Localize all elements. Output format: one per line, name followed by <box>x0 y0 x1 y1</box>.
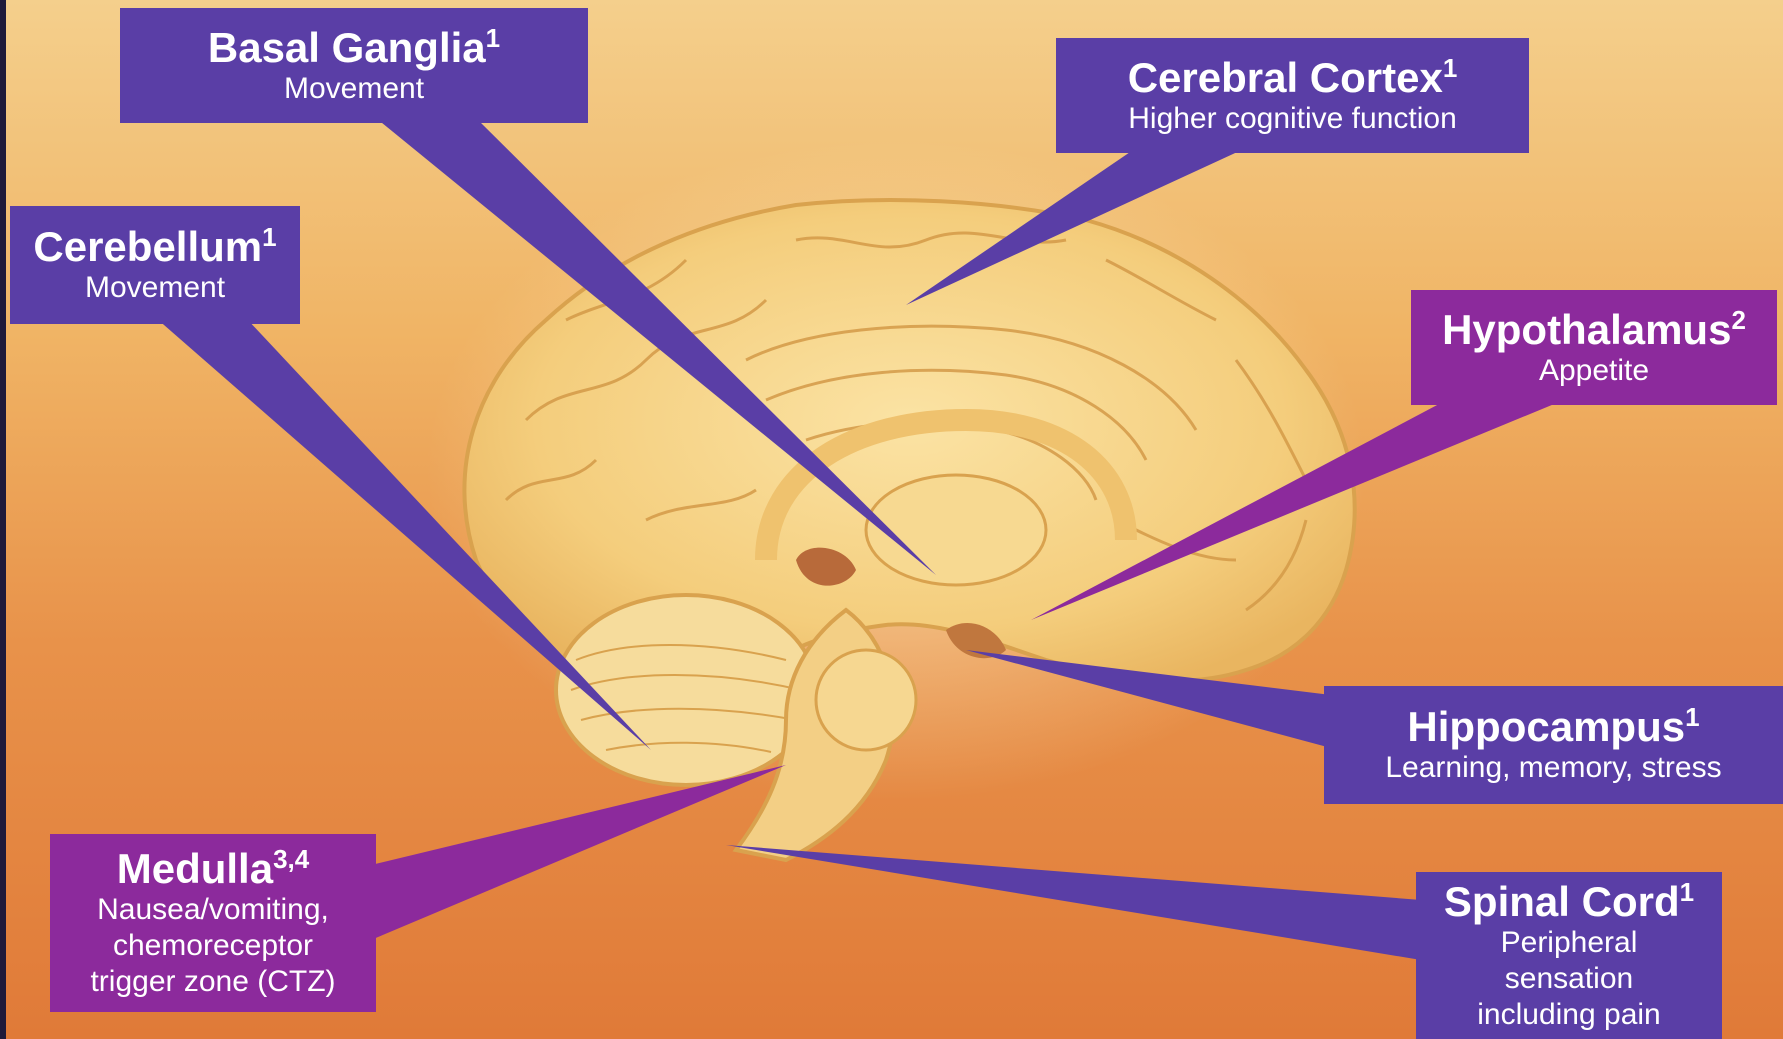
spinal-cord-desc-line3: including pain <box>1416 997 1722 1033</box>
hippocampus-ref: 1 <box>1685 702 1699 732</box>
spinal-cord-desc-line1: Peripheral <box>1416 925 1722 961</box>
spinal-cord-desc-line2: sensation <box>1416 961 1722 997</box>
basal-ganglia-title: Basal Ganglia <box>208 24 486 71</box>
medulla-title: Medulla <box>117 845 273 892</box>
cerebellum-desc: Movement <box>10 270 300 306</box>
pons <box>816 650 916 750</box>
basal-ganglia-ref: 1 <box>486 23 500 53</box>
medulla-desc-line2: chemoreceptor <box>50 928 376 964</box>
cerebral-cortex-desc: Higher cognitive function <box>1056 101 1529 137</box>
thalamus <box>866 475 1046 585</box>
hypothalamus-desc: Appetite <box>1411 353 1777 389</box>
hippocampus-title: Hippocampus <box>1407 703 1685 750</box>
pointer-medulla <box>371 765 786 940</box>
cerebellum-title: Cerebellum <box>33 223 262 270</box>
label-basal-ganglia: Basal Ganglia1 Movement <box>120 8 588 123</box>
medulla-ref: 3,4 <box>273 844 309 874</box>
label-cerebral-cortex: Cerebral Cortex1 Higher cognitive functi… <box>1056 38 1529 153</box>
pointer-spinal-cord <box>726 845 1421 960</box>
medulla-desc-line3: trigger zone (CTZ) <box>50 964 376 1000</box>
spinal-cord-title: Spinal Cord <box>1444 878 1680 925</box>
basal-ganglia-desc: Movement <box>120 71 588 107</box>
label-hippocampus: Hippocampus1 Learning, memory, stress <box>1324 686 1783 804</box>
hypothalamus-ref: 2 <box>1731 305 1745 335</box>
cerebellum-shape <box>556 595 816 785</box>
hypothalamus-title: Hypothalamus <box>1442 306 1731 353</box>
label-cerebellum: Cerebellum1 Movement <box>10 206 300 324</box>
label-spinal-cord: Spinal Cord1 Peripheral sensation includ… <box>1416 872 1722 1039</box>
label-medulla: Medulla3,4 Nausea/vomiting, chemorecepto… <box>50 834 376 1012</box>
medulla-desc-line1: Nausea/vomiting, <box>50 892 376 928</box>
spinal-cord-ref: 1 <box>1680 877 1694 907</box>
hippocampus-desc: Learning, memory, stress <box>1324 750 1783 786</box>
cerebral-cortex-ref: 1 <box>1443 53 1457 83</box>
label-hypothalamus: Hypothalamus2 Appetite <box>1411 290 1777 405</box>
cerebral-cortex-title: Cerebral Cortex <box>1128 54 1443 101</box>
diagram-canvas: Basal Ganglia1 Movement Cerebral Cortex1… <box>6 0 1783 1039</box>
cerebellum-ref: 1 <box>262 222 276 252</box>
